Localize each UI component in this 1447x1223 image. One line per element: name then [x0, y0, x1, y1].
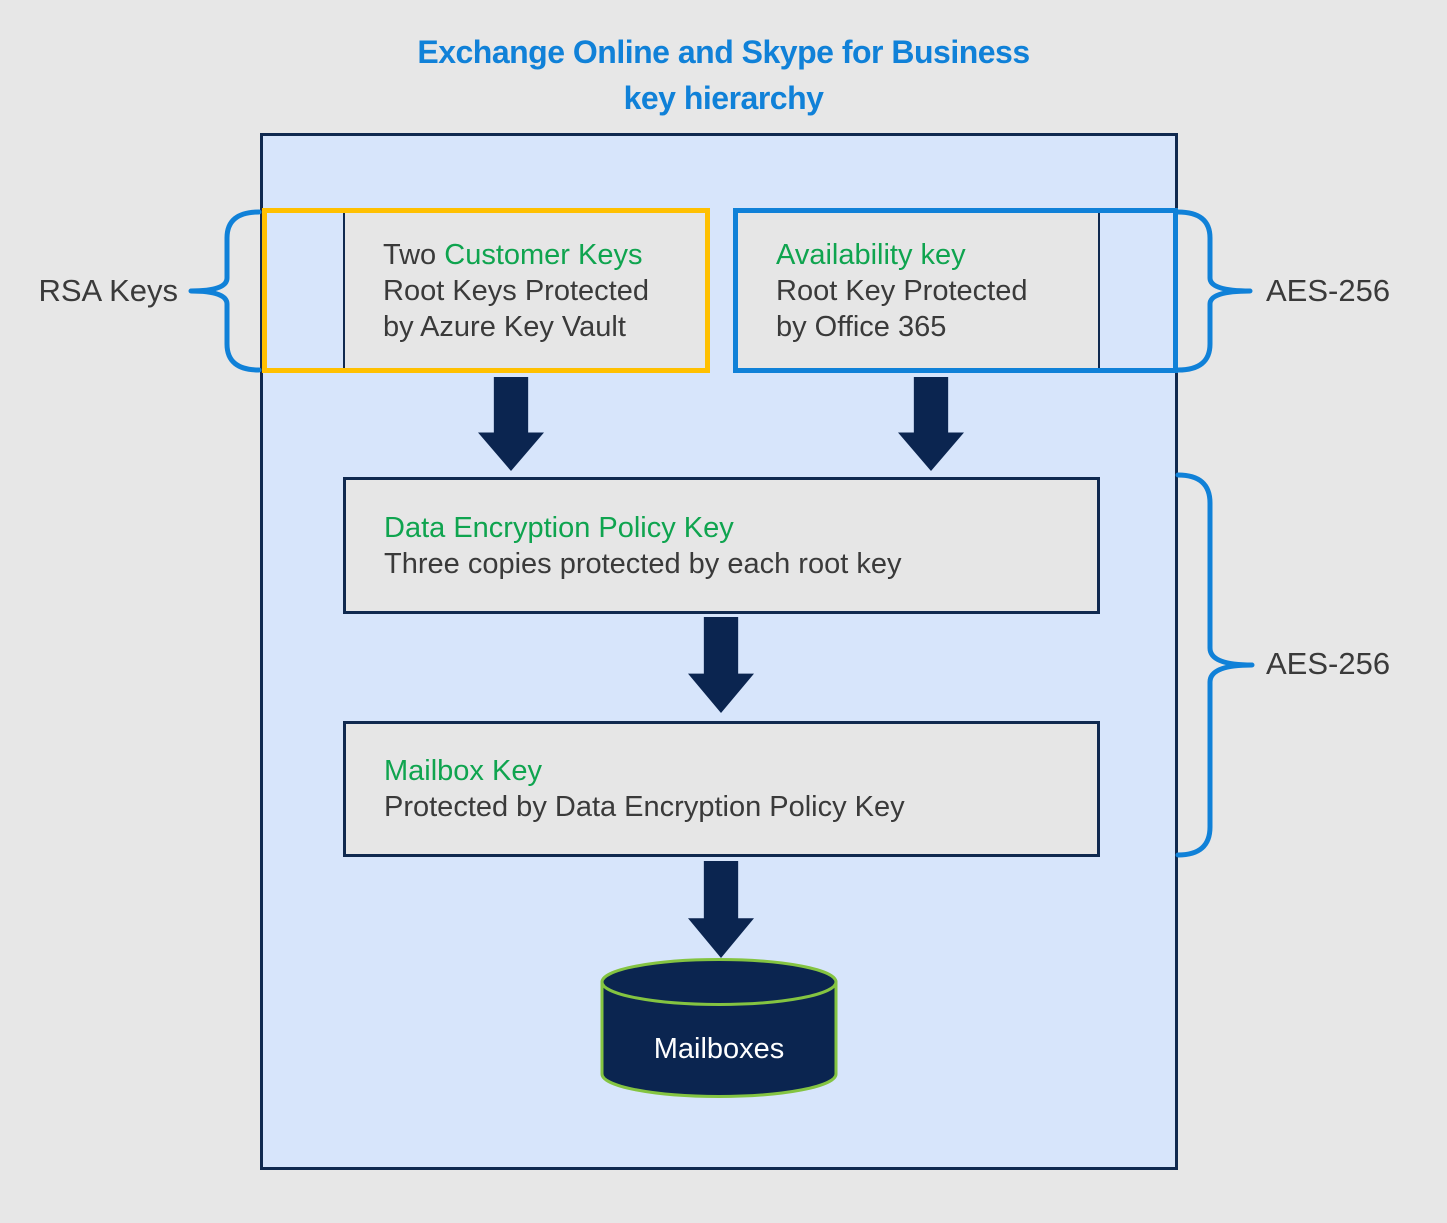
dep-key-box: Data Encryption Policy Key Three copies … — [343, 477, 1100, 614]
customer-keys-box: Two Customer Keys Root Keys Protected by… — [262, 208, 710, 373]
mailbox-key-box: Mailbox Key Protected by Data Encryption… — [343, 721, 1100, 857]
title-line-1: Exchange Online and Skype for Business — [417, 34, 1030, 70]
availability-key-name: Availability key — [776, 238, 966, 271]
mailbox-key-name: Mailbox Key — [384, 755, 542, 787]
customer-keys-box-body: Two Customer Keys Root Keys Protected by… — [343, 213, 705, 368]
availability-key-box-body: Availability key Root Key Protected by O… — [738, 213, 1100, 368]
customer-keys-prefix: Two — [383, 238, 445, 271]
customer-keys-title: Two Customer Keys — [383, 237, 705, 273]
aes-256-bottom-label: AES-256 — [1266, 646, 1391, 681]
customer-keys-line3: by Azure Key Vault — [383, 310, 626, 343]
title-line-2: key hierarchy — [623, 80, 824, 116]
availability-key-line2: Root Key Protected — [776, 274, 1028, 307]
right-brace-bottom-icon — [1175, 472, 1255, 858]
customer-keys-line2: Root Keys Protected — [383, 274, 649, 307]
mailboxes-label: Mailboxes — [653, 1033, 785, 1065]
cylinder-icon — [600, 958, 838, 1098]
mailbox-key-line2: Protected by Data Encryption Policy Key — [384, 791, 905, 823]
availability-key-box: Availability key Root Key Protected by O… — [733, 208, 1178, 373]
rsa-keys-label: RSA Keys — [38, 273, 178, 308]
availability-key-line3: by Office 365 — [776, 310, 947, 343]
dep-key-name: Data Encryption Policy Key — [384, 511, 734, 544]
diagram-title: Exchange Online and Skype for Business k… — [0, 29, 1447, 121]
left-brace-icon — [188, 209, 262, 373]
aes-256-top-label: AES-256 — [1266, 273, 1391, 308]
dep-key-line2: Three copies protected by each root key — [384, 547, 902, 580]
right-brace-top-icon — [1175, 209, 1253, 373]
mailboxes-cylinder: Mailboxes — [599, 957, 839, 1099]
customer-keys-name: Customer Keys — [444, 238, 643, 271]
